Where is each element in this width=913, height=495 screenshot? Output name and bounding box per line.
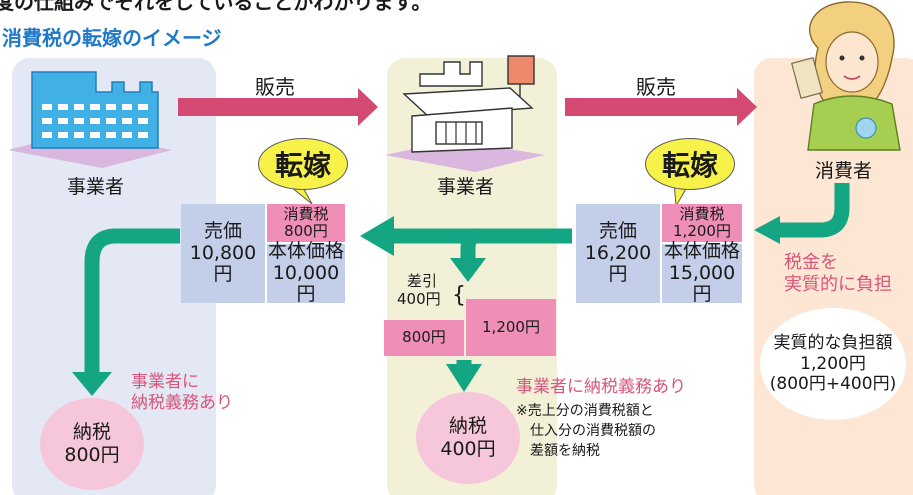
note-line3: 差額を納税 — [530, 443, 600, 459]
difference-brace: { — [452, 283, 466, 308]
left-tax-label: 消費税 — [283, 204, 329, 223]
left-sale-label: 売価 — [203, 219, 242, 242]
left-sale-value: 10,800円 — [189, 241, 257, 286]
right-body-label: 本体価格 — [663, 239, 740, 262]
sale-arrow-left — [178, 88, 378, 126]
left-tax-box: 消費税 800円 — [267, 204, 345, 242]
burden-detail: (800円+400円) — [769, 374, 897, 395]
right-tax-box: 消費税 1,200円 — [662, 204, 742, 242]
actor-label-middle: 事業者 — [437, 176, 495, 198]
middle-payment-value: 400円 — [440, 438, 496, 460]
left-duty-line1: 事業者に — [131, 372, 199, 392]
tenka-bubble-left: 転嫁 — [258, 138, 348, 190]
consumer-icon — [790, 1, 901, 151]
middle-payment-label: 納税 — [448, 415, 487, 438]
sale-arrow-right — [565, 88, 757, 126]
sale-label-right: 販売 — [636, 75, 676, 99]
actor-label-right: 消費者 — [815, 160, 873, 182]
right-sale-label: 売価 — [598, 219, 637, 242]
left-sale-price-box: 売価 10,800円 — [181, 204, 265, 303]
left-payment-label: 納税 — [72, 421, 111, 444]
sale-label-left: 販売 — [255, 75, 295, 99]
difference-value: 400円 — [397, 290, 441, 308]
difference-large-box: 1,200円 — [466, 299, 556, 356]
right-sale-value: 16,200円 — [584, 241, 652, 286]
right-body-value: 15,000円 — [668, 261, 736, 306]
factory-icon — [8, 71, 172, 168]
green-flow-arrows — [84, 183, 850, 374]
burden-circle: 実質的な負担額 1,200円 (800円+400円) — [760, 308, 906, 420]
consumer-note-line1: 税金を — [784, 252, 838, 273]
difference-small-box: 800円 — [384, 320, 464, 356]
middle-payment-circle: 納税 400円 — [416, 392, 520, 484]
left-payment-value: 800円 — [64, 444, 120, 466]
left-body-price-box: 本体価格 10,000円 — [267, 239, 345, 305]
left-payment-circle: 納税 800円 — [40, 398, 144, 490]
right-tax-label: 消費税 — [679, 204, 725, 223]
actor-label-left: 事業者 — [67, 176, 125, 198]
green-arrow-heads — [72, 216, 780, 396]
difference-label: 差引 — [407, 272, 438, 290]
left-duty-line2: 納税義務あり — [131, 393, 233, 413]
difference-small-value: 800円 — [402, 328, 446, 347]
middle-duty-text: 事業者に納税義務あり — [516, 377, 686, 397]
note-line1: ※売上分の消費税額と — [516, 403, 654, 419]
burden-value: 1,200円 — [800, 353, 866, 374]
note-line2: 仕入分の消費税額の — [530, 423, 656, 439]
shop-icon — [385, 55, 545, 172]
header-text: 度の仕組みでそれをしていることがわかります。 — [0, 0, 432, 14]
consumer-note-line2: 実質的に負担 — [784, 274, 892, 295]
left-body-label: 本体価格 — [267, 239, 344, 262]
left-body-value: 10,000円 — [272, 261, 340, 306]
burden-title: 実質的な負担額 — [773, 333, 893, 354]
right-tax-value: 1,200円 — [673, 222, 731, 240]
left-tax-value: 800円 — [284, 222, 328, 240]
tenka-label-right: 転嫁 — [661, 149, 718, 182]
difference-large-value: 1,200円 — [482, 317, 540, 336]
tenka-bubble-right: 転嫁 — [645, 138, 735, 190]
tenka-label-left: 転嫁 — [274, 149, 331, 182]
right-body-price-box: 本体価格 15,000円 — [662, 239, 742, 305]
diagram-title: 消費税の転嫁のイメージ — [2, 26, 222, 50]
right-sale-price-box: 売価 16,200円 — [576, 204, 660, 303]
